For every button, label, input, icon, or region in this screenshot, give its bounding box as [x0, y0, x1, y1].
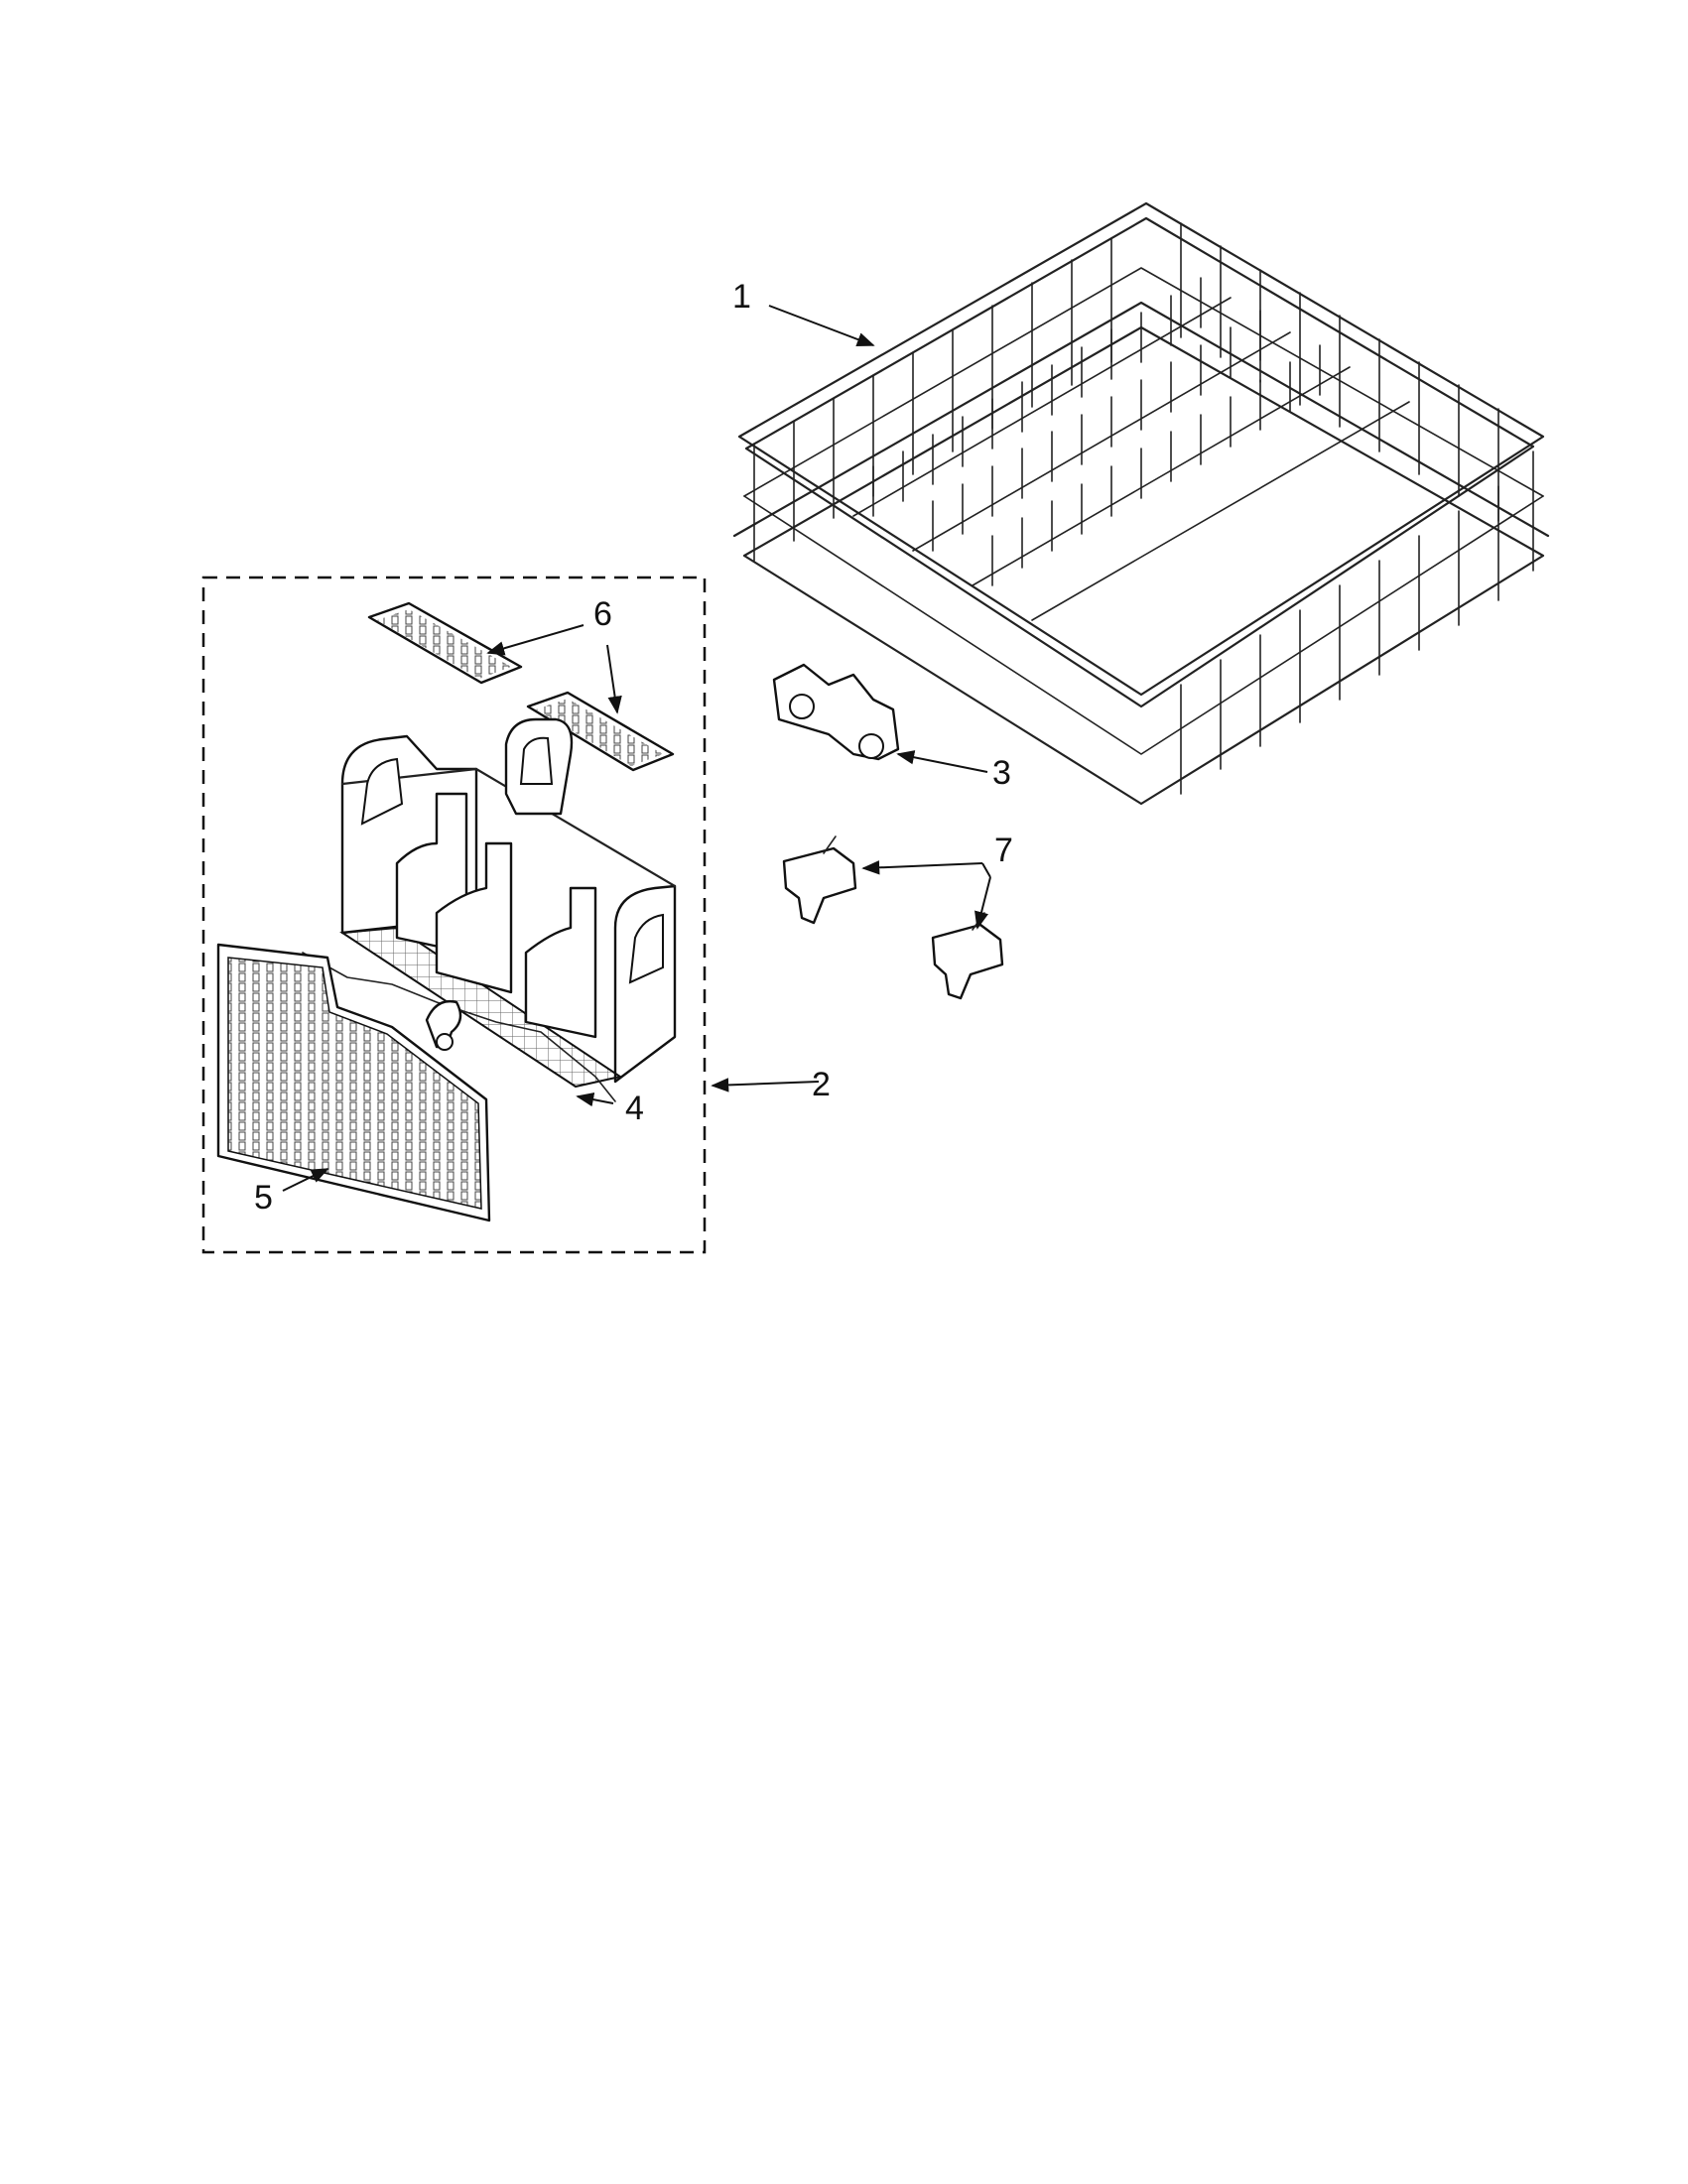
dishrack-drawing — [732, 201, 1550, 806]
callout-3: 3 — [992, 754, 1011, 792]
rack-wheel-bracket-drawing — [772, 663, 900, 761]
basket-lid-drawing — [216, 943, 491, 1222]
callout-2: 2 — [812, 1066, 831, 1103]
rack-clip-drawing — [782, 835, 1004, 1000]
basket-handle-drawing — [302, 952, 616, 1102]
callout-1: 1 — [732, 278, 751, 316]
basket-cover-insert-drawing — [367, 601, 675, 772]
callout-6: 6 — [593, 595, 612, 633]
callout-4: 4 — [625, 1090, 644, 1127]
assembly-boundary — [201, 576, 707, 1254]
leader-lines — [282, 305, 991, 1192]
callout-5: 5 — [254, 1179, 273, 1217]
callout-7: 7 — [994, 832, 1013, 869]
silverware-basket-drawing — [339, 717, 677, 1089]
